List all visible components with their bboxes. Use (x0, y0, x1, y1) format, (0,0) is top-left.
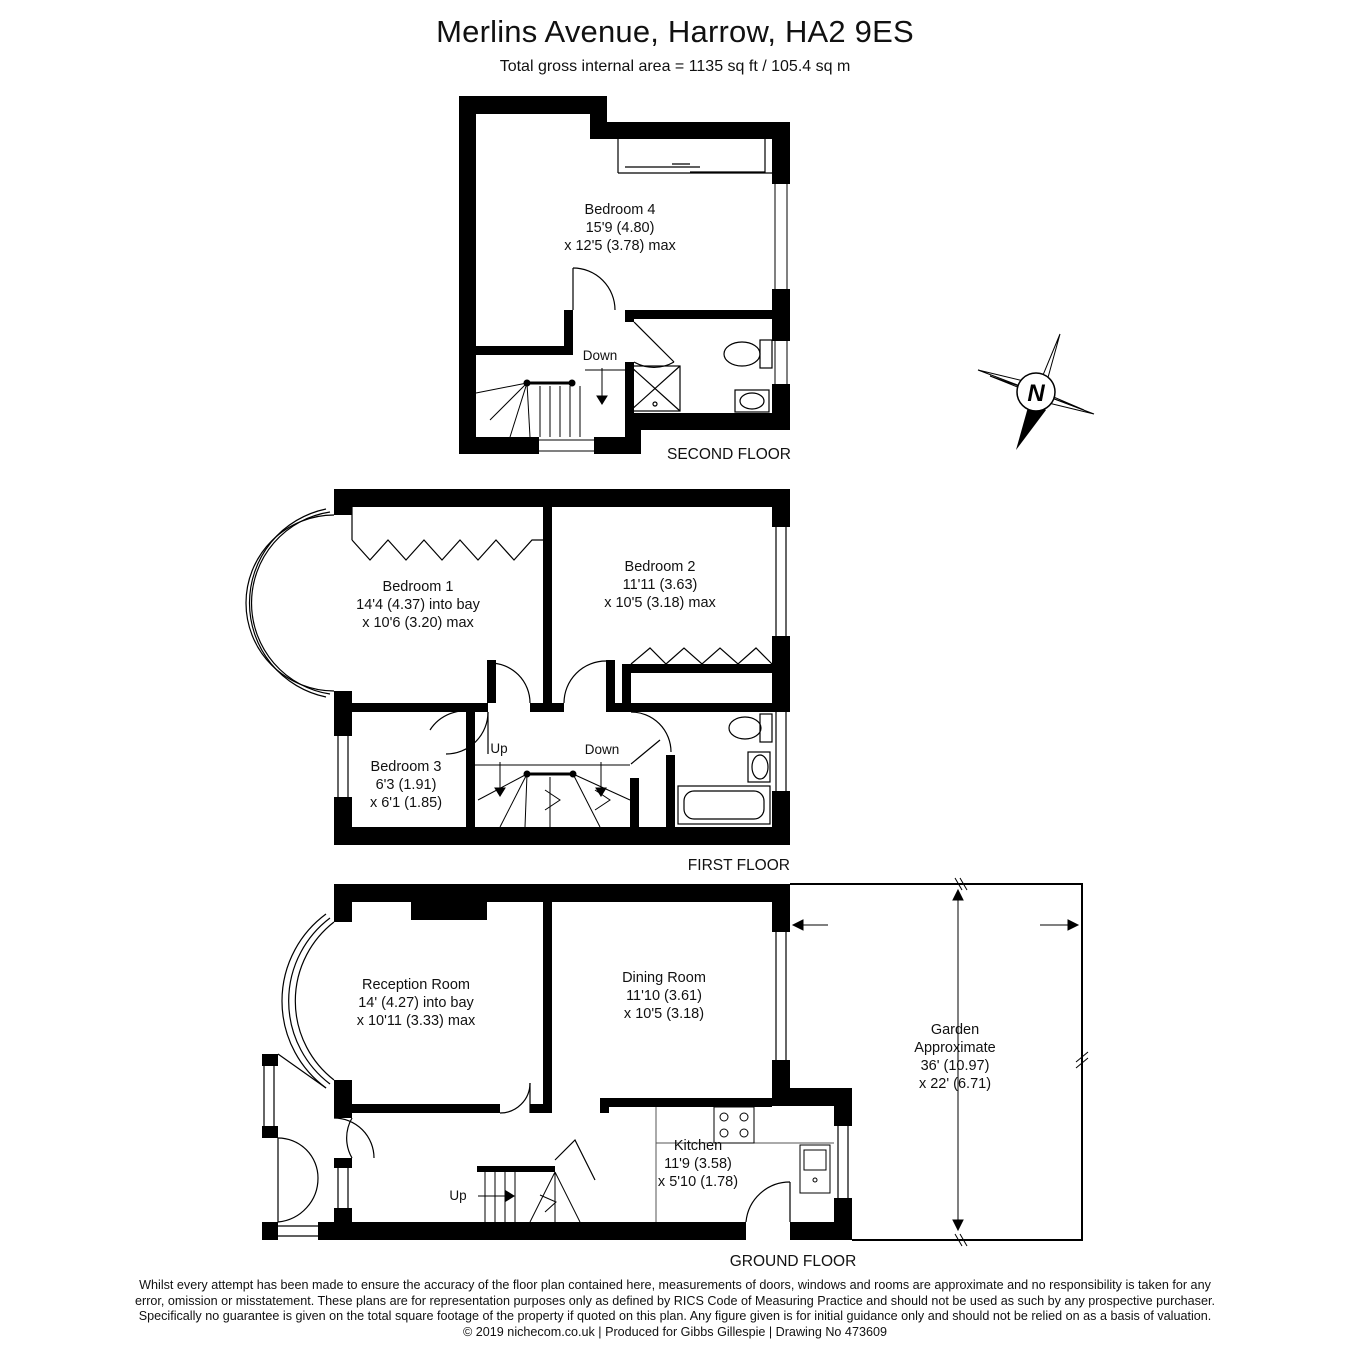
bedroom3-dim2: x 6'1 (1.85) (370, 795, 442, 811)
disclaimer-line-3: Specifically no guarantee is given on th… (138, 1309, 1212, 1323)
bedroom3-name: Bedroom 3 (371, 759, 442, 775)
kitchen-name: Kitchen (674, 1138, 722, 1154)
bedroom1-dim1: 14'4 (4.37) into bay (356, 597, 480, 613)
second-stairs-label: Down (583, 348, 618, 363)
second-floor-label: SECOND FLOOR (667, 446, 791, 463)
dining-dim2: x 10'5 (3.18) (624, 1006, 704, 1022)
bedroom4-name: Bedroom 4 (585, 202, 656, 218)
bedroom2-name: Bedroom 2 (625, 559, 696, 575)
kitchen-dim1: 11'9 (3.58) (664, 1156, 732, 1172)
first-floor-plan: Bedroom 1 14'4 (4.37) into bay x 10'6 (3… (245, 489, 790, 874)
compass-letter: N (1027, 380, 1045, 407)
first-floor-label: FIRST FLOOR (688, 857, 790, 874)
ground-floor-label: GROUND FLOOR (730, 1253, 857, 1270)
garden-dim1: 36' (10.97) (921, 1058, 990, 1074)
garden-sub: Approximate (914, 1040, 995, 1056)
ground-stairs-up-label: Up (449, 1188, 466, 1203)
garden-name: Garden (931, 1022, 979, 1038)
reception-dim2: x 10'11 (3.33) max (357, 1013, 476, 1029)
reception-dim1: 14' (4.27) into bay (358, 995, 474, 1011)
garden-boundary (790, 883, 1083, 1241)
first-stairs-up-label: Up (490, 741, 507, 756)
plan-title: Merlins Avenue, Harrow, HA2 9ES (436, 14, 914, 49)
copyright-line: © 2019 nichecom.co.uk | Produced for Gib… (463, 1324, 887, 1339)
compass-icon: N (977, 333, 1095, 450)
disclaimer-line-1: Whilst every attempt has been made to en… (139, 1278, 1211, 1292)
total-area: Total gross internal area = 1135 sq ft /… (499, 58, 851, 75)
disclaimer: Whilst every attempt has been made to en… (40, 1278, 1310, 1340)
disclaimer-line-2: error, omission or misstatement. These p… (135, 1293, 1215, 1308)
second-floor-plan: Bedroom 4 15'9 (4.80) x 12'5 (3.78) max … (459, 96, 791, 463)
bedroom1-name: Bedroom 1 (383, 579, 454, 595)
first-stairs-down-label: Down (585, 742, 620, 757)
reception-name: Reception Room (362, 977, 470, 993)
garden-dim2: x 22' (6.71) (919, 1076, 991, 1092)
ground-floor-plan: Reception Room 14' (4.27) into bay x 10'… (262, 877, 1089, 1270)
dining-dim1: 11'10 (3.61) (626, 988, 702, 1004)
dining-name: Dining Room (622, 970, 706, 986)
bedroom2-dim1: 11'11 (3.63) (623, 577, 698, 593)
bedroom4-dim1: 15'9 (4.80) (586, 220, 655, 236)
bedroom4-dim2: x 12'5 (3.78) max (564, 238, 676, 254)
bedroom3-dim1: 6'3 (1.91) (376, 777, 437, 793)
bedroom2-dim2: x 10'5 (3.18) max (604, 595, 716, 611)
bedroom1-dim2: x 10'6 (3.20) max (362, 615, 474, 631)
kitchen-dim2: x 5'10 (1.78) (658, 1174, 738, 1190)
